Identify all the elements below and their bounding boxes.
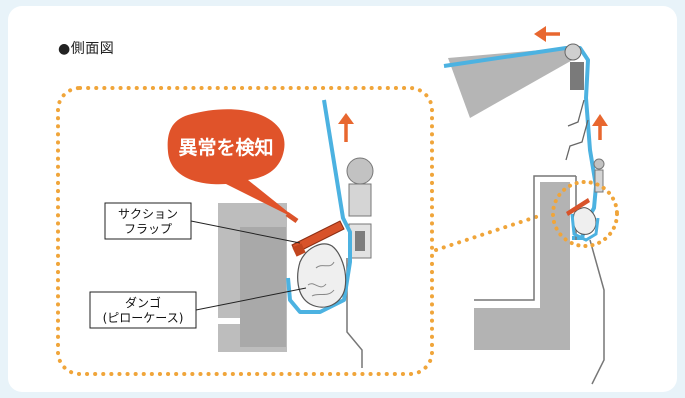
side-view-title: ●側面図 [58,41,115,57]
top-block [570,62,584,90]
suction-flap-label-box [104,202,192,240]
dango-pillowcase [297,243,347,308]
zoom-frame [56,86,434,376]
alert-callout-text: 異常を検知 [178,136,273,159]
zoom-connector [434,211,550,252]
overview-highlight-circle [551,180,619,248]
left-arrow-top-head [534,26,546,42]
top-roller [564,43,582,61]
dango-leader [195,287,307,311]
dango-folds [307,261,335,297]
suction-flap-label-1: サクション [118,207,178,221]
sensor-window-left [355,231,365,251]
sensor-head-right [593,158,605,170]
up-arrow-right-head [592,114,608,126]
belt-path-left [286,99,352,314]
main-chute-body [474,182,570,350]
flap-base [292,243,306,257]
dango-label-1: ダンゴ [125,295,161,310]
alert-callout-bubble [167,109,298,220]
sensor-head-left [346,157,374,185]
frame-line-left [346,258,363,368]
suction-flap-leader [190,220,301,244]
sensor-column-right [594,169,604,193]
sensor-column-left [348,183,372,217]
overview-flap [566,198,590,216]
suction-flap-label-2: フラップ [124,222,172,236]
up-arrow-left-head [338,113,354,124]
dango-label-box [89,291,197,329]
overview-belt-pocket [570,213,600,242]
dango-label-2: (ピローケース) [103,311,184,325]
machine-inner-left [240,227,286,347]
top-ramp [448,48,576,118]
frame-lines-right [565,99,589,161]
